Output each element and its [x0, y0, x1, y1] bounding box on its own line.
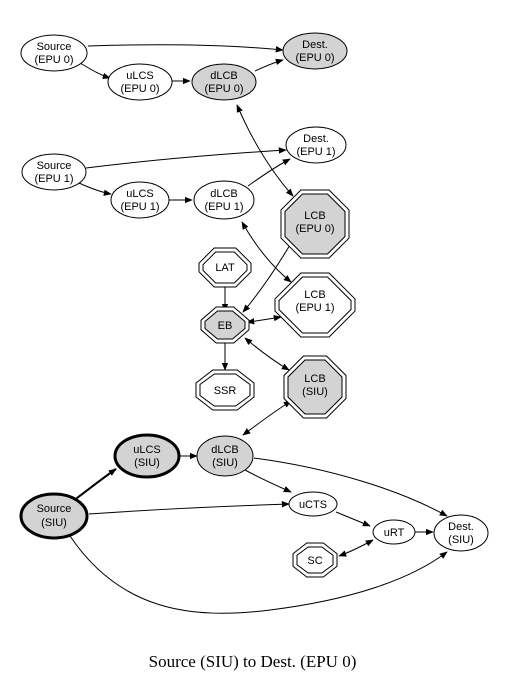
- svg-text:uCTS: uCTS: [299, 499, 327, 511]
- svg-text:SC: SC: [307, 555, 322, 567]
- node-source-epu0: Source (EPU 0): [20, 34, 88, 72]
- svg-text:Source: Source: [37, 41, 72, 53]
- edge-dlcbsiu-ucts: [244, 469, 292, 493]
- nodes: Source (EPU 0) Dest. (EPU 0) uLCS (EPU 0…: [19, 32, 489, 578]
- edge-dlcbsiu-lcbsiu: [242, 400, 292, 436]
- svg-text:Dest.: Dest.: [448, 521, 474, 533]
- edges: [69, 44, 448, 614]
- svg-text:(EPU 0): (EPU 0): [34, 54, 73, 66]
- diagram-caption: Source (SIU) to Dest. (EPU 0): [148, 652, 357, 671]
- svg-text:Source: Source: [37, 503, 72, 515]
- svg-text:Dest.: Dest.: [303, 133, 329, 145]
- svg-text:(SIU): (SIU): [134, 457, 160, 469]
- svg-text:(EPU 1): (EPU 1): [34, 173, 73, 185]
- edge-eb-lcb0: [242, 239, 294, 313]
- svg-text:(EPU 0): (EPU 0): [295, 52, 334, 64]
- node-eb: EB: [200, 306, 250, 344]
- svg-text:uLCS: uLCS: [126, 70, 154, 82]
- svg-text:LCB: LCB: [304, 373, 325, 385]
- edge-dlcb1-dest1: [247, 158, 291, 187]
- svg-text:(SIU): (SIU): [41, 517, 67, 529]
- node-lcb-siu: LCB (SIU): [283, 355, 347, 419]
- svg-text:LCB: LCB: [304, 210, 325, 222]
- svg-text:(EPU 0): (EPU 0): [295, 223, 334, 235]
- node-sc: SC: [292, 542, 338, 578]
- edge-eb-lcb1: [246, 314, 282, 325]
- node-ulcs-epu1: uLCS (EPU 1): [110, 181, 170, 219]
- node-ulcs-siu: uLCS (SIU): [113, 433, 181, 479]
- node-dlcb-epu1: dLCB (EPU 1): [193, 180, 255, 220]
- node-source-epu1: Source (EPU 1): [21, 153, 87, 191]
- edge-srcsiu-ucts: [88, 501, 290, 515]
- node-dlcb-epu0: dLCB (EPU 0): [191, 63, 257, 101]
- node-ssr: SSR: [195, 369, 255, 411]
- node-lcb-epu1: LCB (EPU 1): [274, 272, 356, 338]
- edge-eb-lcbsiu: [244, 337, 290, 371]
- svg-text:dLCB: dLCB: [210, 188, 238, 200]
- edge-srcsiu-destsiu: [69, 535, 448, 614]
- edge-srcsiu-ulcssiu: [72, 468, 117, 502]
- edge-src1-ulcs1: [78, 182, 112, 196]
- svg-text:EB: EB: [218, 320, 233, 332]
- node-ucts: uCTS: [288, 491, 338, 517]
- edge-src0-dest0: [87, 44, 284, 53]
- edge-dlcb0-dest0: [254, 58, 284, 72]
- node-dest-epu1: Dest. (EPU 1): [285, 126, 347, 164]
- svg-text:uRT: uRT: [384, 527, 405, 539]
- node-dest-epu0: Dest. (EPU 0): [282, 32, 348, 70]
- svg-text:(SIU): (SIU): [448, 534, 474, 546]
- node-lcb-epu0: LCB (EPU 0): [280, 189, 350, 259]
- node-urt: uRT: [372, 519, 416, 545]
- svg-text:uLCS: uLCS: [133, 444, 161, 456]
- svg-text:(EPU 0): (EPU 0): [120, 83, 159, 95]
- svg-text:Source: Source: [37, 160, 72, 172]
- svg-text:(EPU 1): (EPU 1): [295, 302, 334, 314]
- svg-text:uLCS: uLCS: [126, 188, 154, 200]
- svg-text:(SIU): (SIU): [302, 386, 328, 398]
- svg-text:LAT: LAT: [215, 262, 235, 274]
- node-source-siu: Source (SIU): [19, 492, 89, 540]
- node-dlcb-siu: dLCB (SIU): [196, 435, 254, 477]
- svg-text:LCB: LCB: [304, 289, 325, 301]
- edge-dlcb0-lcb0: [236, 104, 294, 197]
- svg-text:Dest.: Dest.: [302, 39, 328, 51]
- edge-dlcbsiu-destsiu: [253, 457, 448, 517]
- svg-text:(EPU 1): (EPU 1): [120, 201, 159, 213]
- edge-src0-ulcs0: [79, 62, 111, 79]
- svg-text:(EPU 0): (EPU 0): [204, 83, 243, 95]
- edge-ucts-urt: [335, 511, 371, 527]
- edge-sc-urt: [338, 539, 374, 557]
- svg-text:(SIU): (SIU): [212, 457, 238, 469]
- svg-text:SSR: SSR: [214, 385, 237, 397]
- node-lat: LAT: [198, 247, 252, 288]
- svg-text:(EPU 1): (EPU 1): [204, 201, 243, 213]
- svg-text:dLCB: dLCB: [211, 444, 239, 456]
- node-ulcs-epu0: uLCS (EPU 0): [107, 63, 173, 101]
- edge-src1-dest1: [85, 147, 287, 169]
- svg-text:dLCB: dLCB: [210, 70, 238, 82]
- svg-text:(EPU 1): (EPU 1): [296, 146, 335, 158]
- node-dest-siu: Dest. (SIU): [433, 514, 489, 552]
